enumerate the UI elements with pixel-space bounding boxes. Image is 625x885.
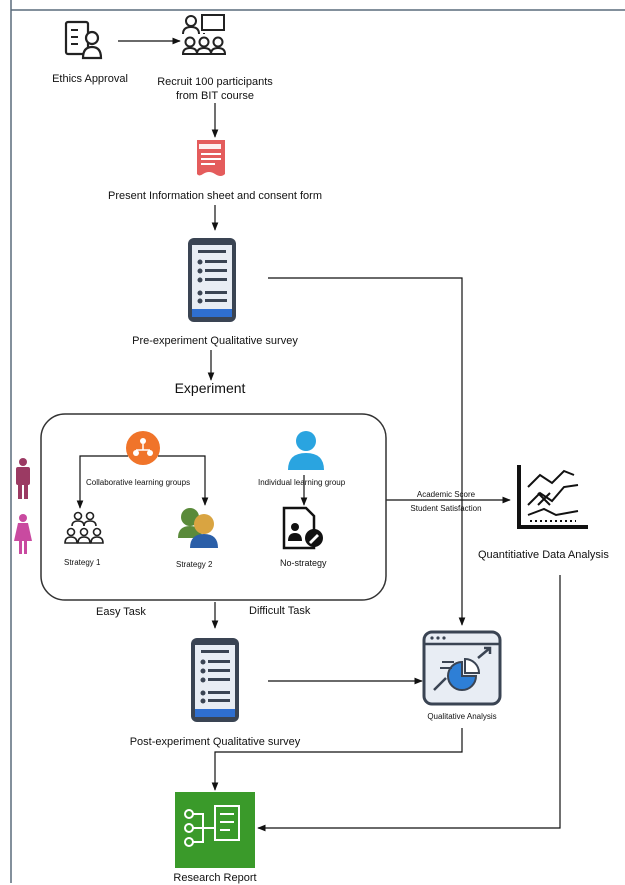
strategy1-label: Strategy 1 <box>64 558 101 567</box>
individual-group-label: Individual learning group <box>258 478 346 487</box>
difficult-task-label: Difficult Task <box>249 605 311 617</box>
strategy2-label: Strategy 2 <box>176 560 213 569</box>
recruit-label-line1: Recruit 100 participants <box>157 76 273 88</box>
ethics-document-icon <box>64 20 103 60</box>
arrow-qualanalysis-report <box>211 728 463 791</box>
research-report-label: Research Report <box>173 872 257 884</box>
arrow-collab-strategy1 <box>76 455 128 509</box>
female-icon <box>14 514 32 554</box>
recruit-people-icon <box>181 14 227 55</box>
qual-analysis-label: Qualitative Analysis <box>427 712 497 721</box>
pre-survey-form-icon <box>188 238 236 322</box>
recruit-label-line2: from BIT course <box>175 90 255 102</box>
strategy1-people-icon <box>64 511 104 544</box>
collab-groups-label: Collaborative learning groups <box>86 478 191 487</box>
male-icon <box>16 458 30 499</box>
information-sheet-icon <box>197 140 225 176</box>
experiment-box <box>40 413 387 601</box>
quantitative-chart-icon <box>517 465 588 529</box>
research-report-icon <box>175 792 255 868</box>
info-sheet-label: Present Information sheet and consent fo… <box>107 190 322 202</box>
strategy2-people-icon <box>178 508 218 548</box>
easy-task-label: Easy Task <box>96 606 146 618</box>
arrow-presurvey-qualanalysis <box>268 277 466 626</box>
post-survey-form-icon <box>191 638 239 722</box>
arrow-collab-strategy2 <box>158 455 209 506</box>
no-strategy-label: No-strategy <box>280 558 327 568</box>
collaborative-groups-icon <box>126 431 160 465</box>
pre-survey-label: Pre-experiment Qualitative survey <box>132 335 298 347</box>
connectors <box>76 37 561 832</box>
student-satisfaction-label: Student Satisfaction <box>410 504 482 513</box>
arrow-quant-report <box>257 575 561 832</box>
experiment-label: Experiment <box>174 380 246 396</box>
ethics-label: Ethics Approval <box>52 73 128 85</box>
post-survey-label: Post-experiment Qualitative survey <box>129 736 301 748</box>
academic-score-label: Academic Score <box>416 490 476 499</box>
qualitative-analysis-icon <box>422 630 502 706</box>
individual-person-icon <box>288 431 324 470</box>
quant-analysis-label: Quantitiative Data Analysis <box>478 549 609 561</box>
no-strategy-document-icon <box>282 506 323 550</box>
